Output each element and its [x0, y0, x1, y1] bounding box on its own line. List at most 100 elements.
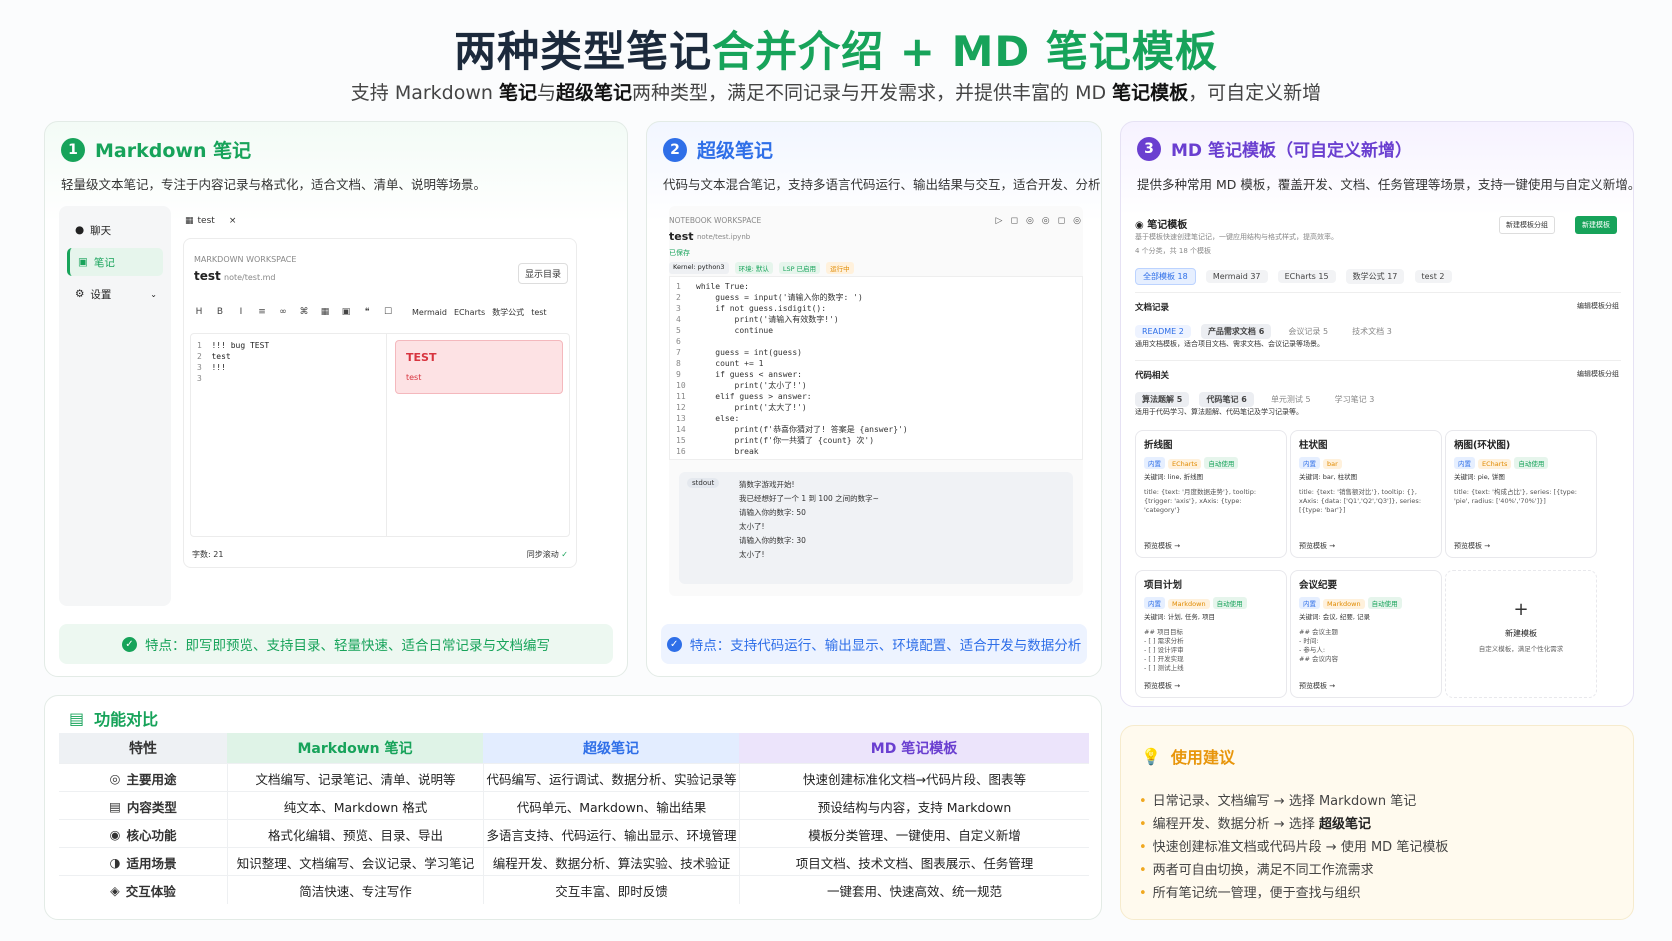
word-count: 字数: 21 [192, 550, 224, 559]
table-row: ▤内容类型纯文本、Markdown 格式代码单元、Markdown、输出结果预设… [59, 791, 1089, 820]
col-header-feature: 特性 [59, 733, 227, 763]
code-line: 3 if not guess.isdigit(): [676, 303, 1076, 314]
template-pill[interactable]: 技术文档 3 [1345, 324, 1399, 339]
save-icon[interactable]: ◻ [1057, 216, 1066, 226]
add-cell-icon[interactable]: ◎ [1041, 216, 1050, 226]
template-pill[interactable]: 产品需求文档 6 [1200, 324, 1272, 339]
filter-test[interactable]: test 2 [1414, 270, 1452, 283]
new-card-desc: 自定义模板，满足个性化需求 [1478, 645, 1564, 653]
group-desc: 适用于代码学习、算法题解、代码笔记及学习记录等。 [1135, 408, 1303, 416]
sidebar-item-chat[interactable]: ●聊天 [67, 216, 163, 244]
link-icon[interactable]: ∞ [279, 307, 287, 317]
filter-mermaid[interactable]: Mermaid 37 [1205, 270, 1268, 283]
more-icon[interactable]: ◎ [1073, 216, 1081, 226]
list-icon[interactable]: ≡ [258, 307, 266, 317]
preview-template-link[interactable]: 预览模板 → [1299, 542, 1336, 550]
line-number: 6 [676, 337, 681, 346]
markdown-card-title: Markdown 笔记 [95, 140, 252, 162]
line-number: 16 [676, 447, 686, 456]
code-line: 6 [676, 336, 1076, 347]
tips-header: 💡使用建议 [1141, 744, 1235, 768]
stdout-line: 太小了! [739, 550, 765, 559]
stdout-line: 太小了! [739, 522, 765, 531]
toolbar-math[interactable]: 数学公式 [492, 307, 525, 317]
tag-type: Markdown [1323, 599, 1365, 609]
pill-count: 5 [1305, 395, 1311, 404]
filter-all[interactable]: 全部模板 18 [1135, 268, 1196, 285]
restart-icon[interactable]: ◎ [1025, 216, 1034, 226]
new-template-card[interactable]: + 新建模板 自定义模板，满足个性化需求 [1445, 570, 1597, 698]
tip-text: 所有笔记统一管理，便于查找与组织 [1152, 886, 1361, 901]
source-line: 1 !!! bug TEST [197, 341, 270, 350]
toolbar-echarts[interactable]: ECharts [453, 307, 486, 317]
sidebar-item-settings[interactable]: ⚙设置⌄ [67, 280, 163, 308]
tip-text: 日常记录、文档编写 → 选择 Markdown 笔记 [1152, 794, 1417, 809]
template-pill[interactable]: 代码笔记 6 [1199, 392, 1254, 407]
table-icon[interactable]: ▦ [320, 307, 330, 317]
tag-builtin: 内置 [1144, 597, 1165, 609]
filter-math[interactable]: 数学公式 17 [1345, 269, 1405, 284]
code-text: while True: [696, 282, 749, 291]
subtitle-seg: 与 [537, 82, 557, 104]
template-pill[interactable]: 算法题解 5 [1135, 392, 1190, 407]
close-icon[interactable]: × [228, 216, 237, 226]
toc-button[interactable]: 显示目录 [517, 263, 568, 284]
editor-tab[interactable]: ▦test× [185, 216, 236, 226]
sidebar-item-notes[interactable]: ▣笔记 [67, 248, 163, 276]
pill-count: 17 [1387, 272, 1398, 281]
new-group-button[interactable]: 新建模板分组 [1499, 216, 1555, 234]
tag-type: bar [1323, 459, 1342, 469]
step-number-badge: 3 [1137, 136, 1161, 161]
template-pill[interactable]: README 2 [1135, 325, 1191, 338]
doc-title: test [194, 269, 221, 283]
gear-icon: ⚙ [75, 288, 85, 300]
run-icon[interactable]: ▷ [995, 216, 1003, 226]
code-text: print('请输入有效数字!') [696, 315, 839, 324]
kernel-select[interactable]: Kernel: python3 [669, 262, 729, 274]
italic-icon[interactable]: I [239, 307, 243, 317]
check-circle-icon: ✓ [666, 636, 682, 652]
code-icon[interactable]: ⌘ [299, 307, 309, 317]
super-note-card: 2 超级笔记 代码与文本混合笔记，支持多语言代码运行、输出结果与交互，适合开发、… [646, 121, 1102, 677]
filter-echarts[interactable]: ECharts 15 [1277, 270, 1336, 283]
heading-icon[interactable]: H [195, 307, 203, 317]
line-text: test [211, 352, 231, 361]
preview-template-link[interactable]: 预览模板 → [1144, 682, 1181, 690]
quote-icon[interactable]: ❝ [364, 307, 370, 317]
template-cell: 预设结构与内容，支持 Markdown [739, 792, 1089, 820]
code-line: 4 print('请输入有效数字!') [676, 314, 1076, 325]
code-line: 14 print(f'恭喜你猜对了! 答案是 {answer}') [676, 424, 1076, 435]
source-pane[interactable]: 1 !!! bug TEST 2 test 3 !!! 3 [191, 334, 387, 536]
edit-group-button[interactable]: 编辑模板分组 [1577, 302, 1619, 310]
line-number: 8 [676, 359, 681, 368]
sync-scroll-toggle[interactable]: 同步滚动 ✓ [527, 549, 568, 560]
preview-template-link[interactable]: 预览模板 → [1299, 682, 1336, 690]
preview-template-link[interactable]: 预览模板 → [1144, 542, 1181, 550]
image-icon[interactable]: ▣ [341, 307, 351, 317]
template-pill[interactable]: 学习笔记 3 [1327, 392, 1382, 407]
template-pill[interactable]: 会议记录 5 [1281, 324, 1336, 339]
note-icon: ▣ [78, 256, 88, 268]
template-pill[interactable]: 单元测试 5 [1263, 392, 1318, 407]
table-row: ◈交互体验简洁快速、专注写作交互丰富、即时反馈一键套用、快速高效、统一规范 [59, 875, 1089, 904]
edit-group-button[interactable]: 编辑模板分组 [1577, 370, 1619, 378]
bold-icon[interactable]: B [216, 307, 224, 317]
stdout-line: 我已经想好了一个 1 到 100 之间的数字~ [739, 494, 879, 503]
stop-icon[interactable]: ◻ [1010, 216, 1018, 226]
tag-builtin: 内置 [1299, 597, 1320, 609]
task-icon[interactable]: ☐ [383, 307, 393, 317]
super-cell: 代码单元、Markdown、输出结果 [483, 792, 739, 820]
toolbar-test[interactable]: test [531, 307, 547, 317]
tag-auto: 自动使用 [1212, 597, 1247, 609]
feature-cell: ◑适用场景 [59, 848, 227, 876]
feature-text: 特点：支持代码运行、输出显示、环境配置、适合开发与数据分析 [689, 638, 1082, 654]
preview-template-link[interactable]: 预览模板 → [1454, 542, 1491, 550]
toolbar-mermaid[interactable]: Mermaid [412, 307, 447, 317]
new-template-button[interactable]: 新建模板 [1575, 216, 1617, 234]
